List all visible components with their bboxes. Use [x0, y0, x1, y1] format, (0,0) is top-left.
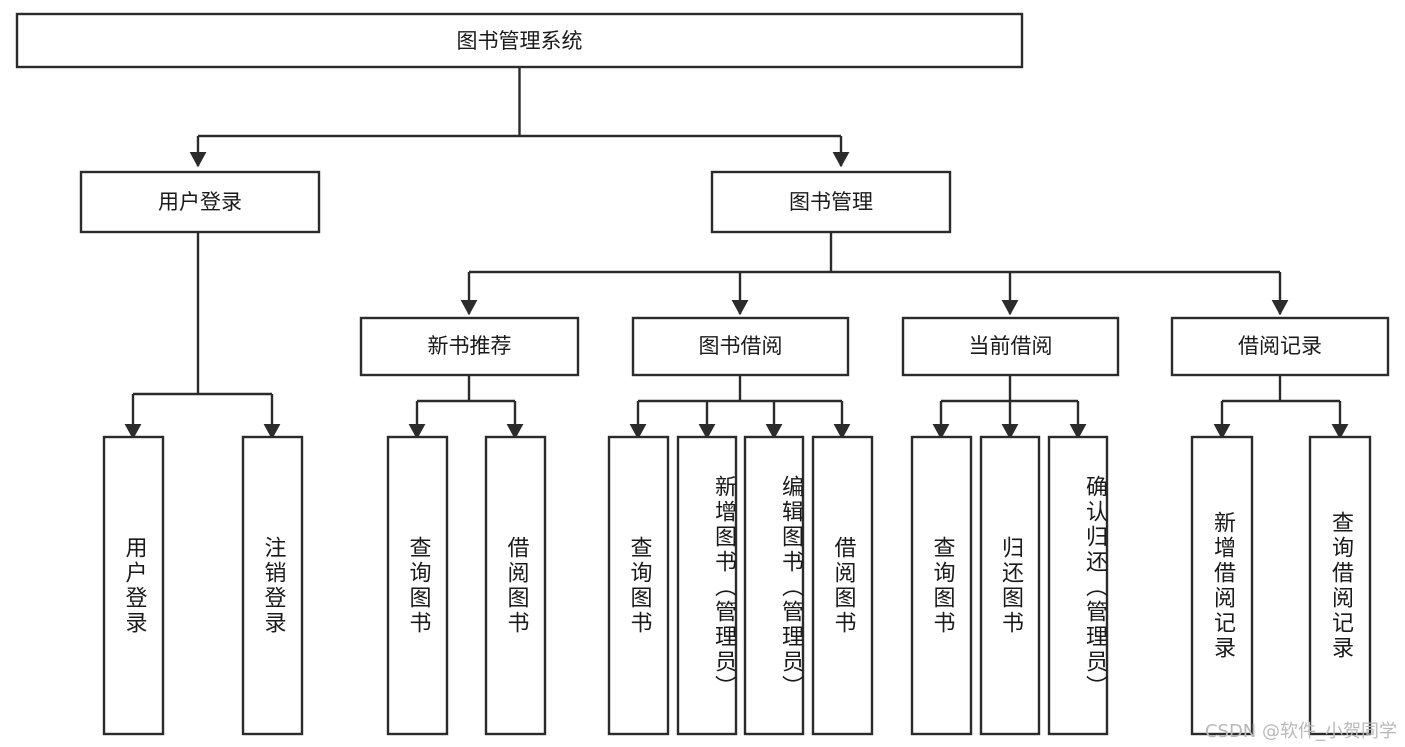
connector-userlogin-to-leaves [124, 232, 281, 440]
connector-newbook-to-leaves [408, 375, 524, 440]
node-book-management-label: 图书管理 [789, 190, 873, 214]
node-leaf-query-book-3[interactable] [910, 435, 973, 736]
watermark-text: CSDN @软件_小贺同学 [1204, 721, 1397, 742]
node-current-borrow-label: 当前借阅 [969, 334, 1053, 358]
node-leaf-user-login[interactable] [102, 435, 165, 736]
node-leaf-query-book-1[interactable] [386, 435, 449, 736]
node-current-borrow[interactable]: 当前借阅 [901, 316, 1120, 377]
node-root-label: 图书管理系统 [457, 29, 583, 53]
node-book-borrow-label: 图书借阅 [699, 334, 783, 358]
node-leaf-query-record[interactable] [1308, 435, 1372, 736]
node-leaf-add-book[interactable] [676, 435, 738, 736]
node-user-login[interactable]: 用户登录 [79, 170, 321, 234]
connector-bookborrow-to-leaves [629, 375, 851, 440]
node-new-book-recommend[interactable]: 新书推荐 [359, 316, 580, 377]
node-user-login-label: 用户登录 [158, 190, 242, 214]
node-root[interactable]: 图书管理系统 [15, 12, 1024, 69]
node-new-book-recommend-label: 新书推荐 [428, 334, 512, 358]
node-book-borrow[interactable]: 图书借阅 [631, 316, 850, 377]
node-leaf-confirm-return[interactable] [1047, 435, 1109, 736]
connector-borrowrecord-to-leaves [1213, 375, 1349, 440]
connector-currentborrow-to-leaves [932, 375, 1087, 440]
node-leaf-edit-book[interactable] [743, 435, 805, 736]
node-book-management[interactable]: 图书管理 [710, 170, 952, 234]
node-leaf-return-book[interactable] [979, 435, 1041, 736]
node-leaf-add-record[interactable] [1190, 435, 1254, 736]
connector-root-to-level2 [189, 67, 850, 168]
node-borrow-record-label: 借阅记录 [1238, 334, 1322, 358]
node-leaf-borrow-book-2[interactable] [811, 435, 874, 736]
node-borrow-record[interactable]: 借阅记录 [1170, 316, 1390, 377]
node-leaf-logout-login[interactable] [241, 435, 304, 736]
node-leaf-query-book-2[interactable] [607, 435, 670, 736]
node-leaf-borrow-book-1[interactable] [484, 435, 547, 736]
connector-bookmgmt-to-level3 [460, 232, 1289, 316]
